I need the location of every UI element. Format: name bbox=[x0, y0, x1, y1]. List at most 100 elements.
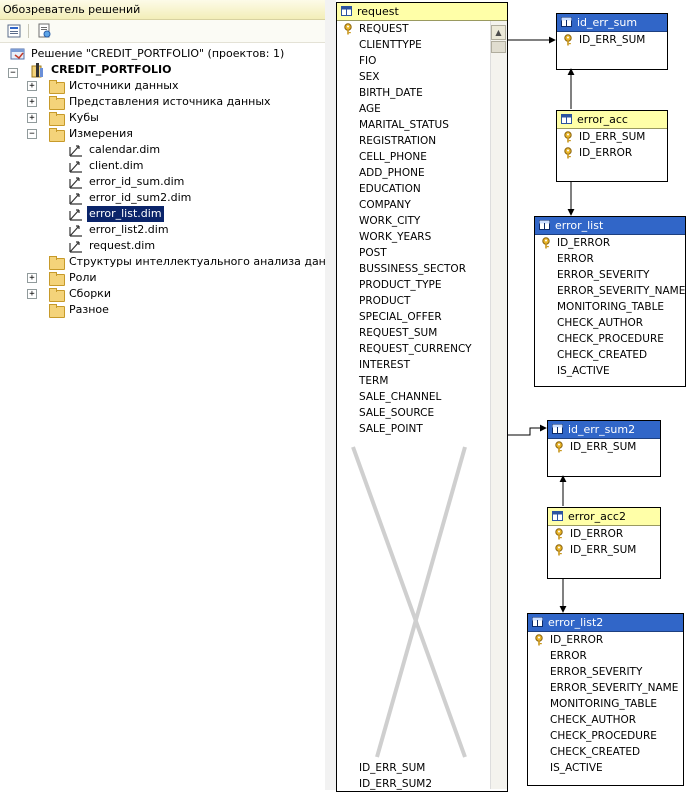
column-bussiness-sector[interactable]: BUSSINESS_SECTOR bbox=[337, 261, 507, 277]
tree-solution-node[interactable]: Решение "CREDIT_PORTFOLIO" (проектов: 1) bbox=[10, 46, 286, 62]
column-term[interactable]: TERM bbox=[337, 373, 507, 389]
column-request-sum[interactable]: REQUEST_SUM bbox=[337, 325, 507, 341]
folder-expand-toggle[interactable]: + bbox=[27, 97, 37, 107]
column-is-active[interactable]: IS_ACTIVE bbox=[535, 363, 685, 379]
column-marital-status[interactable]: MARITAL_STATUS bbox=[337, 117, 507, 133]
column-registration[interactable]: REGISTRATION bbox=[337, 133, 507, 149]
column-id-err-sum[interactable]: ID_ERR_SUM bbox=[337, 760, 489, 776]
column-company[interactable]: COMPANY bbox=[337, 197, 507, 213]
column-age[interactable]: AGE bbox=[337, 101, 507, 117]
column-special-offer[interactable]: SPECIAL_OFFER bbox=[337, 309, 507, 325]
column-monitoring-table[interactable]: MONITORING_TABLE bbox=[535, 299, 685, 315]
folder-expand-toggle[interactable]: + bbox=[27, 273, 37, 283]
folder-expand-toggle[interactable]: + bbox=[27, 113, 37, 123]
tree-folder-node[interactable]: Представления источника данных bbox=[48, 94, 273, 110]
tree-folder-node[interactable]: Разное bbox=[48, 302, 111, 318]
column-clienttype[interactable]: CLIENTTYPE bbox=[337, 37, 507, 53]
column-id-error[interactable]: ID_ERROR bbox=[535, 235, 685, 251]
column-id-err-sum[interactable]: ID_ERR_SUM bbox=[557, 32, 667, 48]
tree-project-node[interactable]: CREDIT_PORTFOLIO bbox=[30, 62, 174, 78]
tree-dimension-item[interactable]: error_list2.dim bbox=[68, 222, 171, 238]
tree-folder-node[interactable]: Роли bbox=[48, 270, 99, 286]
column-error-severity[interactable]: ERROR_SEVERITY bbox=[535, 267, 685, 283]
column-interest[interactable]: INTEREST bbox=[337, 357, 507, 373]
column-check-author[interactable]: CHECK_AUTHOR bbox=[535, 315, 685, 331]
tree-folder-node[interactable]: Измерения bbox=[48, 126, 135, 142]
column-id-err-sum[interactable]: ID_ERR_SUM bbox=[548, 542, 660, 558]
column-monitoring-table[interactable]: MONITORING_TABLE bbox=[528, 696, 683, 712]
column-id-err-sum2[interactable]: ID_ERR_SUM2 bbox=[337, 776, 489, 792]
column-id-error[interactable]: ID_ERROR bbox=[548, 526, 660, 542]
column-fio[interactable]: FIO bbox=[337, 53, 507, 69]
table-header-id-err-sum[interactable]: id_err_sum bbox=[557, 14, 667, 32]
tree-folder-node[interactable]: Сборки bbox=[48, 286, 113, 302]
column-sale-point[interactable]: SALE_POINT bbox=[337, 421, 507, 437]
column-education[interactable]: EDUCATION bbox=[337, 181, 507, 197]
tree-dimension-item[interactable]: request.dim bbox=[68, 238, 157, 254]
table-id-err-sum2[interactable]: id_err_sum2 ID_ERR_SUM bbox=[547, 420, 661, 477]
column-error-severity-name[interactable]: ERROR_SEVERITY_NAME bbox=[528, 680, 683, 696]
column-request[interactable]: REQUEST bbox=[337, 21, 507, 37]
column-product[interactable]: PRODUCT bbox=[337, 293, 507, 309]
column-id-err-sum[interactable]: ID_ERR_SUM bbox=[548, 439, 660, 455]
table-header-error-list[interactable]: error_list bbox=[535, 217, 685, 235]
tree-dimension-item[interactable]: error_id_sum.dim bbox=[68, 174, 186, 190]
project-collapse-toggle[interactable]: − bbox=[8, 68, 18, 78]
column-cell-phone[interactable]: CELL_PHONE bbox=[337, 149, 507, 165]
folder-expand-toggle[interactable]: + bbox=[27, 289, 37, 299]
column-is-active[interactable]: IS_ACTIVE bbox=[528, 760, 683, 776]
folder-expand-toggle[interactable]: − bbox=[27, 129, 37, 139]
folder-label: Структуры интеллектуального анализа данн… bbox=[69, 255, 349, 268]
folder-expand-toggle[interactable]: + bbox=[27, 81, 37, 91]
column-check-created[interactable]: CHECK_CREATED bbox=[535, 347, 685, 363]
column-name: BUSSINESS_SECTOR bbox=[359, 263, 466, 275]
column-error[interactable]: ERROR bbox=[535, 251, 685, 267]
tree-dimension-item[interactable]: calendar.dim bbox=[68, 142, 162, 158]
relation-request-id-err-sum2[interactable] bbox=[507, 424, 547, 436]
column-id-error[interactable]: ID_ERROR bbox=[557, 145, 667, 161]
column-check-procedure[interactable]: CHECK_PROCEDURE bbox=[528, 728, 683, 744]
scroll-thumb[interactable] bbox=[491, 41, 506, 53]
tree-folder-node[interactable]: Источники данных bbox=[48, 78, 180, 94]
tree-dimension-item[interactable]: client.dim bbox=[68, 158, 145, 174]
view-code-icon[interactable] bbox=[36, 23, 52, 39]
column-error-severity-name[interactable]: ERROR_SEVERITY_NAME bbox=[535, 283, 685, 299]
column-id-err-sum[interactable]: ID_ERR_SUM bbox=[557, 129, 667, 145]
column-check-author[interactable]: CHECK_AUTHOR bbox=[528, 712, 683, 728]
column-request-currency[interactable]: REQUEST_CURRENCY bbox=[337, 341, 507, 357]
tree-dimension-item[interactable]: error_id_sum2.dim bbox=[68, 190, 193, 206]
column-error[interactable]: ERROR bbox=[528, 648, 683, 664]
column-error-severity[interactable]: ERROR_SEVERITY bbox=[528, 664, 683, 680]
properties-icon[interactable] bbox=[6, 23, 22, 39]
table-header-error-acc2[interactable]: error_acc2 bbox=[548, 508, 660, 526]
column-sale-source[interactable]: SALE_SOURCE bbox=[337, 405, 507, 421]
table-header-error-list2[interactable]: error_list2 bbox=[528, 614, 683, 632]
panel-splitter[interactable] bbox=[325, 0, 336, 790]
table-header-request[interactable]: request bbox=[337, 3, 507, 21]
tree-dimension-item[interactable]: error_list.dim bbox=[68, 206, 164, 222]
column-id-error[interactable]: ID_ERROR bbox=[528, 632, 683, 648]
tree-folder-node[interactable]: Структуры интеллектуального анализа данн… bbox=[48, 254, 350, 270]
column-check-created[interactable]: CHECK_CREATED bbox=[528, 744, 683, 760]
tree-folder-node[interactable]: Кубы bbox=[48, 110, 101, 126]
column-work-years[interactable]: WORK_YEARS bbox=[337, 229, 507, 245]
table-id-err-sum[interactable]: id_err_sum ID_ERR_SUM bbox=[556, 13, 668, 70]
column-work-city[interactable]: WORK_CITY bbox=[337, 213, 507, 229]
column-product-type[interactable]: PRODUCT_TYPE bbox=[337, 277, 507, 293]
column-sex[interactable]: SEX bbox=[337, 69, 507, 85]
scroll-up-button[interactable]: ▲ bbox=[491, 25, 506, 40]
table-header-id-err-sum2[interactable]: id_err_sum2 bbox=[548, 421, 660, 439]
column-add-phone[interactable]: ADD_PHONE bbox=[337, 165, 507, 181]
table-header-error-acc[interactable]: error_acc bbox=[557, 111, 667, 129]
column-check-procedure[interactable]: CHECK_PROCEDURE bbox=[535, 331, 685, 347]
column-post[interactable]: POST bbox=[337, 245, 507, 261]
column-name: ID_ERR_SUM bbox=[579, 34, 646, 46]
column-sale-channel[interactable]: SALE_CHANNEL bbox=[337, 389, 507, 405]
column-birth-date[interactable]: BIRTH_DATE bbox=[337, 85, 507, 101]
request-scrollbar[interactable]: ▲ bbox=[490, 21, 507, 789]
